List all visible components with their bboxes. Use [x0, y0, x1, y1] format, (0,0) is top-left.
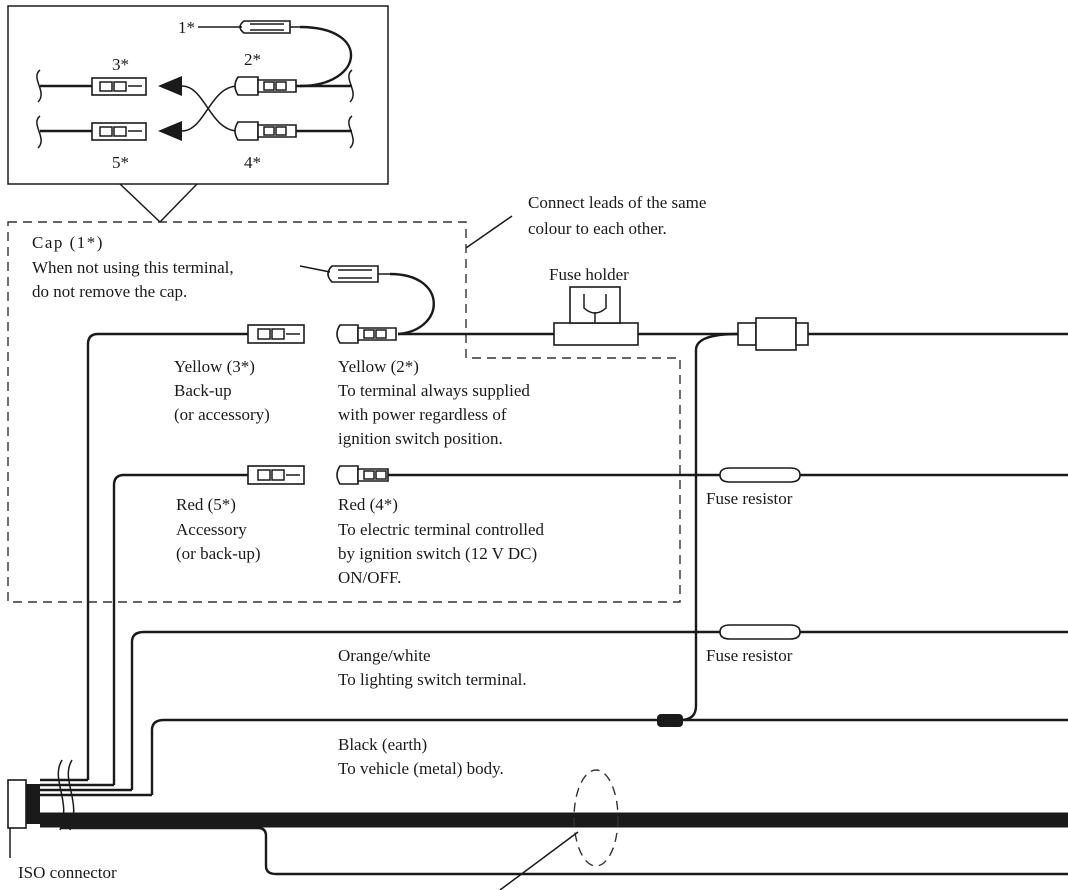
yellow-3-connector — [247, 324, 305, 344]
connect-note-line1: Connect leads of the same — [528, 193, 706, 212]
iso-connector-label: ISO connector — [18, 863, 117, 882]
inset-frame — [7, 5, 389, 185]
harness-break-mark — [57, 759, 75, 831]
fuse-resistor-label-1: Fuse resistor — [706, 489, 793, 508]
fuse-holder — [553, 286, 639, 346]
inset-ref-1: 1* — [178, 18, 195, 37]
cap-label-line2: When not using this terminal, — [32, 258, 234, 277]
inset-ref-2: 2* — [244, 50, 261, 69]
cut-section-ellipse — [573, 769, 619, 867]
junction-sleeve — [657, 714, 683, 727]
inline-fuse — [737, 317, 809, 351]
inset-ref-5: 5* — [112, 153, 129, 172]
inset-ref-3: 3* — [112, 55, 129, 74]
inset-cap-lead — [299, 25, 353, 88]
cap-connector — [327, 265, 392, 283]
harness-fanout — [40, 778, 152, 797]
iso-connector-collar — [26, 784, 40, 824]
inset-arrow-bottom — [158, 121, 182, 141]
black-earth-line2: To vehicle (metal) body. — [338, 759, 504, 778]
inset-cross-a — [181, 85, 239, 132]
inset-connector-5 — [91, 122, 147, 141]
yellow-2-connector — [336, 324, 397, 344]
inset-break-right-bottom — [348, 115, 354, 149]
inset-cross-b — [181, 85, 239, 132]
inset-cap-1 — [239, 20, 302, 34]
yellow-backup-line3: (or accessory) — [174, 405, 270, 424]
wire-jumper — [679, 332, 739, 722]
inset-arrow-top — [158, 76, 182, 96]
inset-pointer — [119, 183, 198, 224]
yellow-power-line1: Yellow (2*) — [338, 357, 419, 376]
wire-cap-lead — [389, 272, 435, 336]
yellow-backup-line2: Back-up — [174, 381, 232, 400]
fuse-resistor-label-2: Fuse resistor — [706, 646, 793, 665]
wire-red-accessory — [112, 473, 248, 785]
red-ignition-line1: Red (4*) — [338, 495, 398, 514]
red-accessory-line3: (or back-up) — [176, 544, 261, 563]
same-colour-group-outline — [7, 221, 681, 603]
red-ignition-line3: by ignition switch (12 V DC) — [338, 544, 537, 563]
fuse-resistor-orange — [719, 624, 801, 640]
wire-yellow-backup — [86, 332, 248, 780]
connector-detail-inset: 1* 2* 3* 4* 5* — [7, 5, 389, 224]
inset-connector-2 — [234, 76, 297, 96]
yellow-power-line3: with power regardless of — [338, 405, 507, 424]
yellow-power-line2: To terminal always supplied — [338, 381, 530, 400]
connect-note-line2: colour to each other. — [528, 219, 667, 238]
inset-break-left-bottom — [36, 115, 42, 149]
cap-label-line1: Cap (1*) — [32, 233, 104, 252]
inset-break-left-top — [36, 69, 42, 103]
red-ignition-line2: To electric terminal controlled — [338, 520, 545, 539]
fuse-holder-label: Fuse holder — [549, 265, 629, 284]
black-earth-line1: Black (earth) — [338, 735, 427, 754]
red-ignition-line4: ON/OFF. — [338, 568, 401, 587]
red-5-connector — [247, 465, 305, 485]
inset-ref-4: 4* — [244, 153, 261, 172]
inset-connector-4 — [234, 121, 297, 141]
yellow-backup-line1: Yellow (3*) — [174, 357, 255, 376]
wire-orange-white — [130, 630, 1068, 790]
cap-label-line3: do not remove the cap. — [32, 282, 187, 301]
cap-label-leader — [299, 265, 331, 273]
orange-white-line2: To lighting switch terminal. — [338, 670, 527, 689]
red-accessory-line1: Red (5*) — [176, 495, 236, 514]
wire-lower-run — [60, 826, 1068, 876]
cut-section-leader — [499, 831, 579, 890]
red-accessory-line2: Accessory — [176, 520, 247, 539]
fuse-resistor-red — [719, 467, 801, 483]
red-4-connector — [336, 465, 389, 485]
wire-black-earth — [150, 718, 1068, 795]
iso-connector-body — [7, 779, 27, 829]
inset-break-right-top — [348, 69, 354, 103]
orange-white-line1: Orange/white — [338, 646, 431, 665]
yellow-power-line4: ignition switch position. — [338, 429, 503, 448]
inset-connector-3 — [91, 77, 147, 96]
connect-note-leader — [465, 215, 513, 249]
